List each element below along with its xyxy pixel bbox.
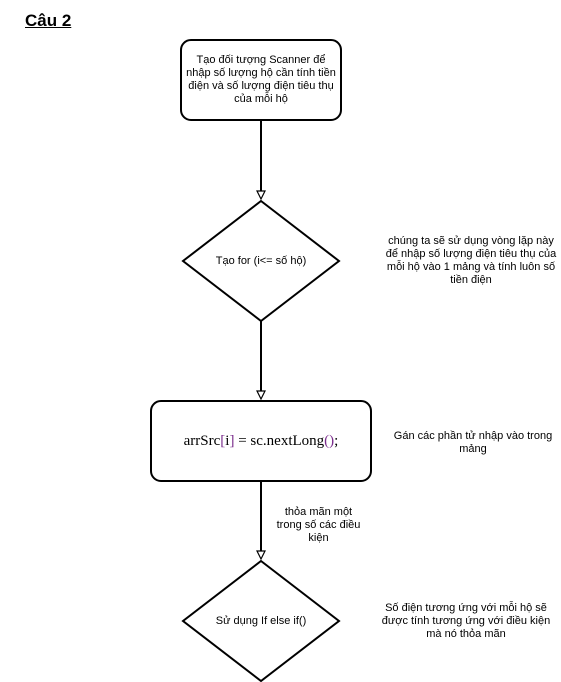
note-for-loop: chúng ta sẽ sử dụng vòng lặp này để nhập…: [385, 235, 557, 286]
code-lbracket: [: [220, 432, 226, 449]
code-assign: = sc.nextLong: [234, 432, 325, 449]
for-diamond-label: Tạo for (i<= số hộ): [215, 254, 307, 267]
note-input: Gán các phần tử nhập vào trong mảng: [393, 430, 553, 455]
input-box-code: arrSrc[i] = sc.nextLong();: [151, 401, 371, 481]
code-semicolon: ;: [334, 432, 339, 449]
note-ifelse: Số điện tương ứng với mỗi hộ sẽ được tín…: [381, 602, 551, 640]
code-var: arrSrc: [183, 432, 221, 449]
edge-label-conditions: thỏa mãn một trong số các điều kiện: [276, 506, 361, 544]
start-box-label: Tạo đối tượng Scanner để nhập số lượng h…: [186, 54, 336, 105]
ifelse-diamond-shape: [181, 559, 341, 682]
diagram-title: Câu 2: [25, 11, 72, 30]
code-parens: (): [324, 432, 335, 449]
code-rbracket: ]: [229, 432, 235, 449]
ifelse-diamond-label: Sử dụng If else if(): [215, 614, 307, 627]
code-index: i: [225, 432, 230, 449]
